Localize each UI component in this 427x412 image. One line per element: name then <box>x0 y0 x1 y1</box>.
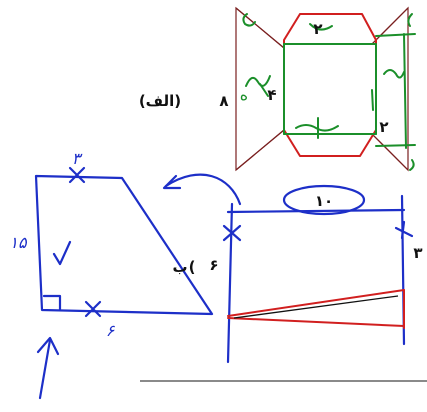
figure-b-label: ب <box>172 258 187 276</box>
figure-b: ۱۰ ۶ ۳ ب ( <box>172 184 423 364</box>
top-length-circle <box>282 184 366 216</box>
green-corner-marks <box>242 13 415 171</box>
right-angle-marker <box>42 294 62 312</box>
top-tick-mark <box>68 166 86 184</box>
left-check-mark <box>52 240 72 266</box>
curved-arrow <box>164 173 242 206</box>
figure-a-mark-letter: ه <box>240 85 248 104</box>
figure-b-right-height: ۳ <box>413 244 422 262</box>
rect-top <box>226 208 406 214</box>
figure-b-label-paren: ( <box>189 258 196 276</box>
trapezoid-figure <box>34 166 242 400</box>
figure-a-right-label: ۲ <box>379 118 388 136</box>
figure-a-side-label: ۸ <box>219 92 228 110</box>
curved-arrow-head <box>162 174 182 190</box>
rect-left <box>226 202 234 364</box>
bottom-tick-mark <box>84 300 102 318</box>
red-bottom-line <box>227 317 405 327</box>
figure-a-net: (الف) ۸ ۴ ۲ ۲ ه <box>139 6 416 172</box>
net-outline <box>235 6 409 172</box>
trapezoid-shape <box>34 174 214 316</box>
black-diagonal <box>233 295 399 319</box>
red-top-line <box>227 289 405 317</box>
left-corner-mark <box>222 224 242 242</box>
green-overlay <box>245 23 416 149</box>
trapezoid-bottom-label: ۶ <box>106 321 116 340</box>
trapezoid-top-label: ۳ <box>72 149 83 168</box>
up-arrow <box>38 338 52 400</box>
figure-a-inner-left-label: ۴ <box>267 86 276 104</box>
trapezoid-left-label: ۱۵ <box>9 233 28 252</box>
figure-b-left-height: ۶ <box>209 256 218 274</box>
figure-a-top-label: ۲ <box>313 20 322 38</box>
right-corner-mark <box>394 220 414 240</box>
figure-a-label: (الف) <box>139 92 181 110</box>
figure-b-top-length: ۱۰ <box>315 192 333 210</box>
up-arrow-head <box>36 336 60 356</box>
